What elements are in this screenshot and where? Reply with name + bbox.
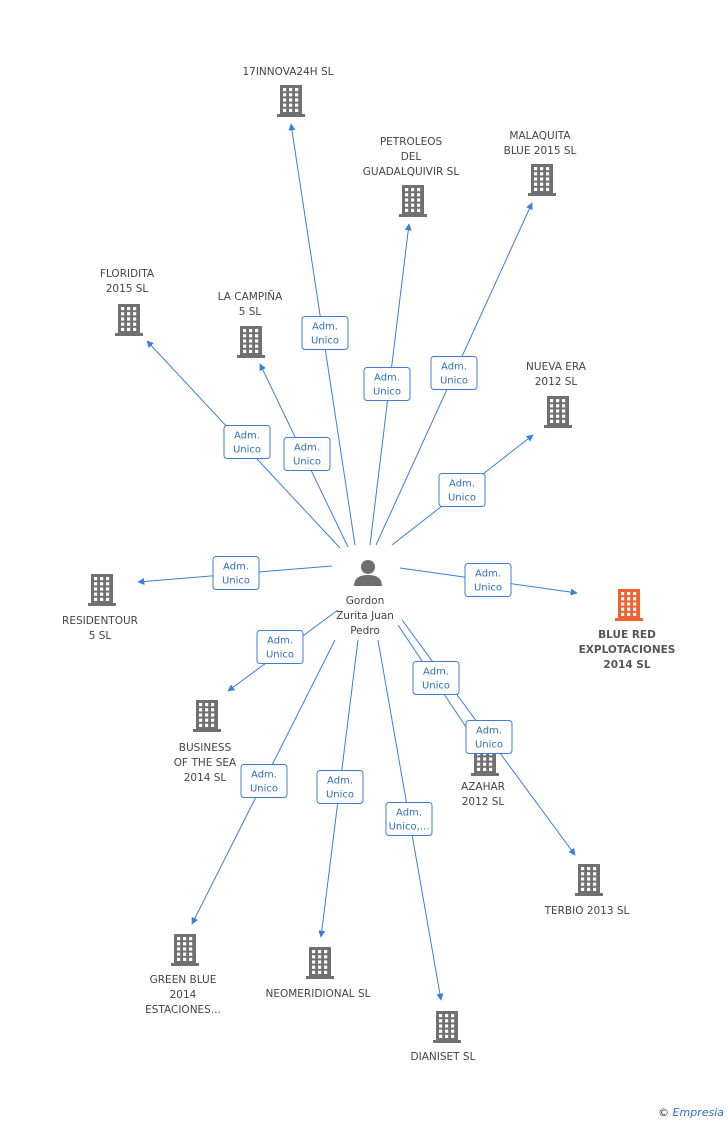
role-label-line: Unico <box>266 650 294 661</box>
company-name-malaquita[interactable]: MALAQUITA <box>509 130 571 142</box>
company-name-nuevaera[interactable]: 2012 SL <box>535 376 578 388</box>
role-label-line: Unico <box>373 387 401 398</box>
company-name-floridita[interactable]: 2015 SL <box>106 283 149 295</box>
company-name-azahar[interactable]: AZAHAR <box>461 781 505 793</box>
role-label-line: Adm. <box>327 776 353 787</box>
building-icon-neomeridional[interactable] <box>306 947 334 979</box>
role-label-line: Unico <box>326 790 354 801</box>
company-name-terbio[interactable]: TERBIO 2013 SL <box>544 905 630 917</box>
person-name[interactable]: Gordon <box>346 595 384 607</box>
building-icon-malaquita[interactable] <box>528 164 556 196</box>
company-name-bluered[interactable]: 2014 SL <box>603 659 650 671</box>
building-icon-terbio[interactable] <box>575 864 603 896</box>
role-label-floridita[interactable]: Adm. Unico <box>223 425 271 459</box>
role-label-line: Unico <box>293 457 321 468</box>
role-label-terbio[interactable]: Adm. Unico <box>465 720 513 754</box>
role-label-line: Unico <box>222 576 250 587</box>
role-label-line: Adm. <box>441 362 467 373</box>
footer: © Empresia <box>658 1106 724 1119</box>
building-icon-dianiset[interactable] <box>433 1011 461 1043</box>
role-label-line: Adm. <box>294 443 320 454</box>
role-label-line: Unico <box>422 681 450 692</box>
company-name-azahar[interactable]: 2012 SL <box>462 796 505 808</box>
building-icon-nuevaera[interactable] <box>544 396 572 428</box>
person-icon[interactable] <box>354 560 382 586</box>
company-name-business[interactable]: BUSINESS <box>179 742 232 754</box>
copyright-symbol: © <box>658 1106 670 1119</box>
role-label-campina[interactable]: Adm. Unico <box>283 437 331 471</box>
role-label-line: Unico <box>448 493 476 504</box>
role-label-line: Unico <box>250 784 278 795</box>
company-name-bluered[interactable]: EXPLOTACIONES <box>579 644 676 656</box>
role-label-petroleos[interactable]: Adm. Unico <box>363 367 411 401</box>
role-label-line: Adm. <box>251 770 277 781</box>
building-icon-business[interactable] <box>193 700 221 732</box>
role-label-malaquita[interactable]: Adm. Unico <box>430 356 478 390</box>
company-name-greenblue[interactable]: ESTACIONES... <box>145 1004 221 1016</box>
company-name-greenblue[interactable]: 2014 <box>170 989 197 1001</box>
company-name-petroleos[interactable]: GUADALQUIVIR SL <box>363 166 460 178</box>
company-name-petroleos[interactable]: DEL <box>401 151 422 163</box>
role-label-line: Adm. <box>267 636 293 647</box>
company-name-greenblue[interactable]: GREEN BLUE <box>150 974 217 986</box>
company-name-campina[interactable]: LA CAMPIÑA <box>218 290 283 303</box>
role-label-greenblue[interactable]: Adm. Unico <box>240 764 288 798</box>
role-label-line: Unico <box>311 336 339 347</box>
role-label-innova[interactable]: Adm. Unico <box>301 316 349 350</box>
building-icon-residentour[interactable] <box>88 574 116 606</box>
building-icon-petroleos[interactable] <box>399 185 427 217</box>
role-label-nuevaera[interactable]: Adm. Unico <box>438 473 486 507</box>
role-label-line: Adm. <box>475 569 501 580</box>
role-label-line: Adm. <box>374 373 400 384</box>
role-label-line: Adm. <box>423 667 449 678</box>
building-icon-innova[interactable] <box>277 85 305 117</box>
role-label-line: Unico <box>233 445 261 456</box>
company-name-dianiset[interactable]: DIANISET SL <box>411 1051 476 1063</box>
role-label-dianiset[interactable]: Adm. Unico,... <box>385 802 433 836</box>
company-name-nuevaera[interactable]: NUEVA ERA <box>526 361 587 373</box>
company-name-bluered[interactable]: BLUE RED <box>598 629 656 641</box>
role-label-business[interactable]: Adm. Unico <box>256 630 304 664</box>
person-name[interactable]: Pedro <box>350 625 380 637</box>
role-label-line: Unico <box>474 583 502 594</box>
role-label-line: Unico,... <box>389 822 430 833</box>
nodes-layer: 17INNOVA24H SL PETROLEOS DEL GUADALQUIVIR S… <box>62 66 675 1063</box>
person-name[interactable]: Zurita Juan <box>336 610 394 622</box>
role-label-line: Adm. <box>234 431 260 442</box>
role-label-line: Adm. <box>223 562 249 573</box>
role-label-line: Unico <box>440 376 468 387</box>
role-label-line: Adm. <box>476 726 502 737</box>
company-name-residentour[interactable]: 5 SL <box>89 630 112 642</box>
company-name-business[interactable]: OF THE SEA <box>174 757 237 769</box>
company-name-petroleos[interactable]: PETROLEOS <box>380 136 443 148</box>
company-name-neomeridional[interactable]: NEOMERIDIONAL SL <box>265 988 370 1000</box>
company-name-business[interactable]: 2014 SL <box>184 772 227 784</box>
role-label-line: Adm. <box>449 479 475 490</box>
role-label-residentour[interactable]: Adm. Unico <box>212 556 260 590</box>
company-name-campina[interactable]: 5 SL <box>239 306 262 318</box>
company-name-residentour[interactable]: RESIDENTOUR <box>62 615 138 627</box>
building-icon-floridita[interactable] <box>115 304 143 336</box>
role-label-neomeridional[interactable]: Adm. Unico <box>316 770 364 804</box>
role-label-line: Unico <box>475 740 503 751</box>
edges-layer <box>137 123 578 1001</box>
company-name-malaquita[interactable]: BLUE 2015 SL <box>504 145 577 157</box>
role-label-line: Adm. <box>396 808 422 819</box>
building-icon-greenblue[interactable] <box>171 934 199 966</box>
role-label-line: Adm. <box>312 322 338 333</box>
company-name-floridita[interactable]: FLORIDITA <box>100 268 155 280</box>
role-label-bluered[interactable]: Adm. Unico <box>464 563 512 597</box>
building-icon-bluered[interactable] <box>615 589 643 621</box>
building-icon-campina[interactable] <box>237 326 265 358</box>
company-name-innova[interactable]: 17INNOVA24H SL <box>242 66 333 78</box>
role-label-azahar[interactable]: Adm. Unico <box>412 661 460 695</box>
brand-logo-text[interactable]: Empresia <box>672 1106 724 1119</box>
